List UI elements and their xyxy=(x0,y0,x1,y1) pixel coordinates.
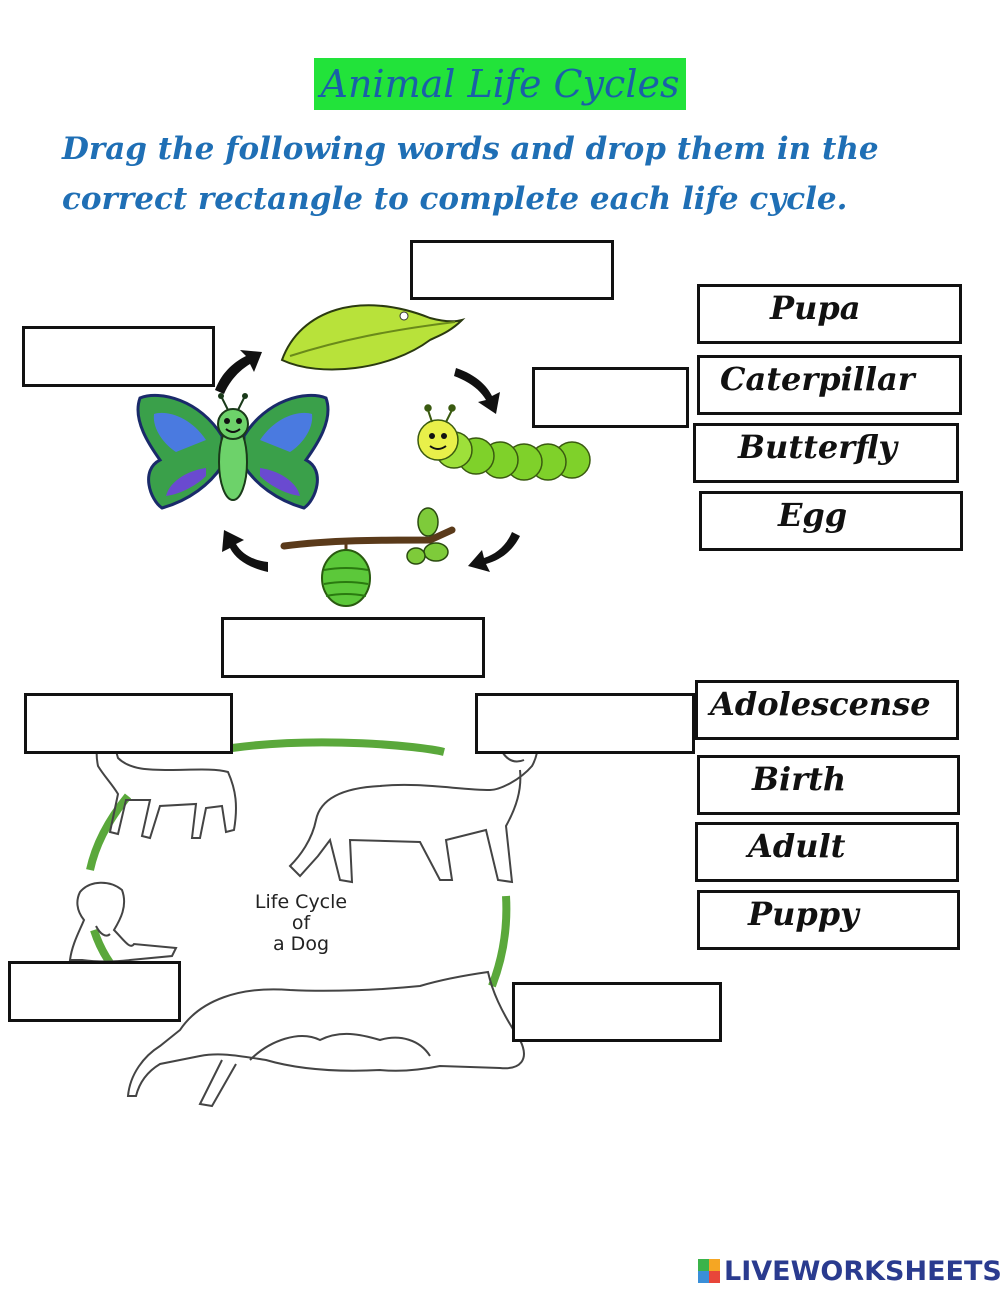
butterfly-drop-box-top[interactable] xyxy=(410,240,614,300)
dog-drop-box-top-right[interactable] xyxy=(475,693,695,754)
word-adolescense[interactable]: Adolescense xyxy=(695,680,959,740)
dog-cycle-label: Life Cycle of a Dog xyxy=(236,892,366,955)
brand-name: LIVEWORKSHEETS xyxy=(724,1255,1000,1287)
dog-drop-box-left[interactable] xyxy=(8,961,181,1022)
dog-cycle-label-line-1: Life Cycle xyxy=(254,891,348,913)
pupa-illustration xyxy=(280,507,456,607)
caterpillar-illustration xyxy=(417,404,591,481)
liveworksheets-logo-icon xyxy=(698,1259,720,1283)
instruction-line-1: Drag the following words and drop them i… xyxy=(62,131,879,167)
word-puppy-label: Puppy xyxy=(748,895,859,933)
word-pupa-label: Pupa xyxy=(770,289,861,327)
butterfly-drop-box-left[interactable] xyxy=(22,326,215,387)
word-butterfly[interactable]: Butterfly xyxy=(693,423,959,483)
dog-illustrations xyxy=(68,714,540,1108)
word-caterpillar-label: Caterpillar xyxy=(720,360,915,398)
word-adolescense-label: Adolescense xyxy=(710,685,931,723)
butterfly-drop-box-right[interactable] xyxy=(532,367,689,428)
worksheet-title: Animal Life Cycles xyxy=(314,58,686,110)
instruction-line-2: correct rectangle to complete each life … xyxy=(62,181,848,217)
dog-drop-box-right[interactable] xyxy=(512,982,722,1042)
instructions: Drag the following words and drop them i… xyxy=(62,124,962,224)
dog-cycle-label-line-3: a Dog xyxy=(273,933,329,955)
word-birth[interactable]: Birth xyxy=(697,755,960,815)
butterfly-illustration xyxy=(136,393,330,510)
word-butterfly-label: Butterfly xyxy=(738,428,897,466)
word-egg[interactable]: Egg xyxy=(699,491,963,551)
word-egg-label: Egg xyxy=(778,496,848,534)
leaf-illustration xyxy=(280,304,466,371)
cycle-arrows xyxy=(215,350,520,572)
word-adult[interactable]: Adult xyxy=(695,822,959,882)
word-puppy[interactable]: Puppy xyxy=(697,890,960,950)
dog-drop-box-top-left[interactable] xyxy=(24,693,233,754)
word-birth-label: Birth xyxy=(752,760,847,798)
dog-cycle-label-line-2: of xyxy=(291,912,311,934)
liveworksheets-brand: LIVEWORKSHEETS xyxy=(698,1255,1000,1287)
word-adult-label: Adult xyxy=(748,827,846,865)
butterfly-drop-box-bottom[interactable] xyxy=(221,617,485,678)
word-caterpillar[interactable]: Caterpillar xyxy=(697,355,962,415)
word-pupa[interactable]: Pupa xyxy=(697,284,962,344)
